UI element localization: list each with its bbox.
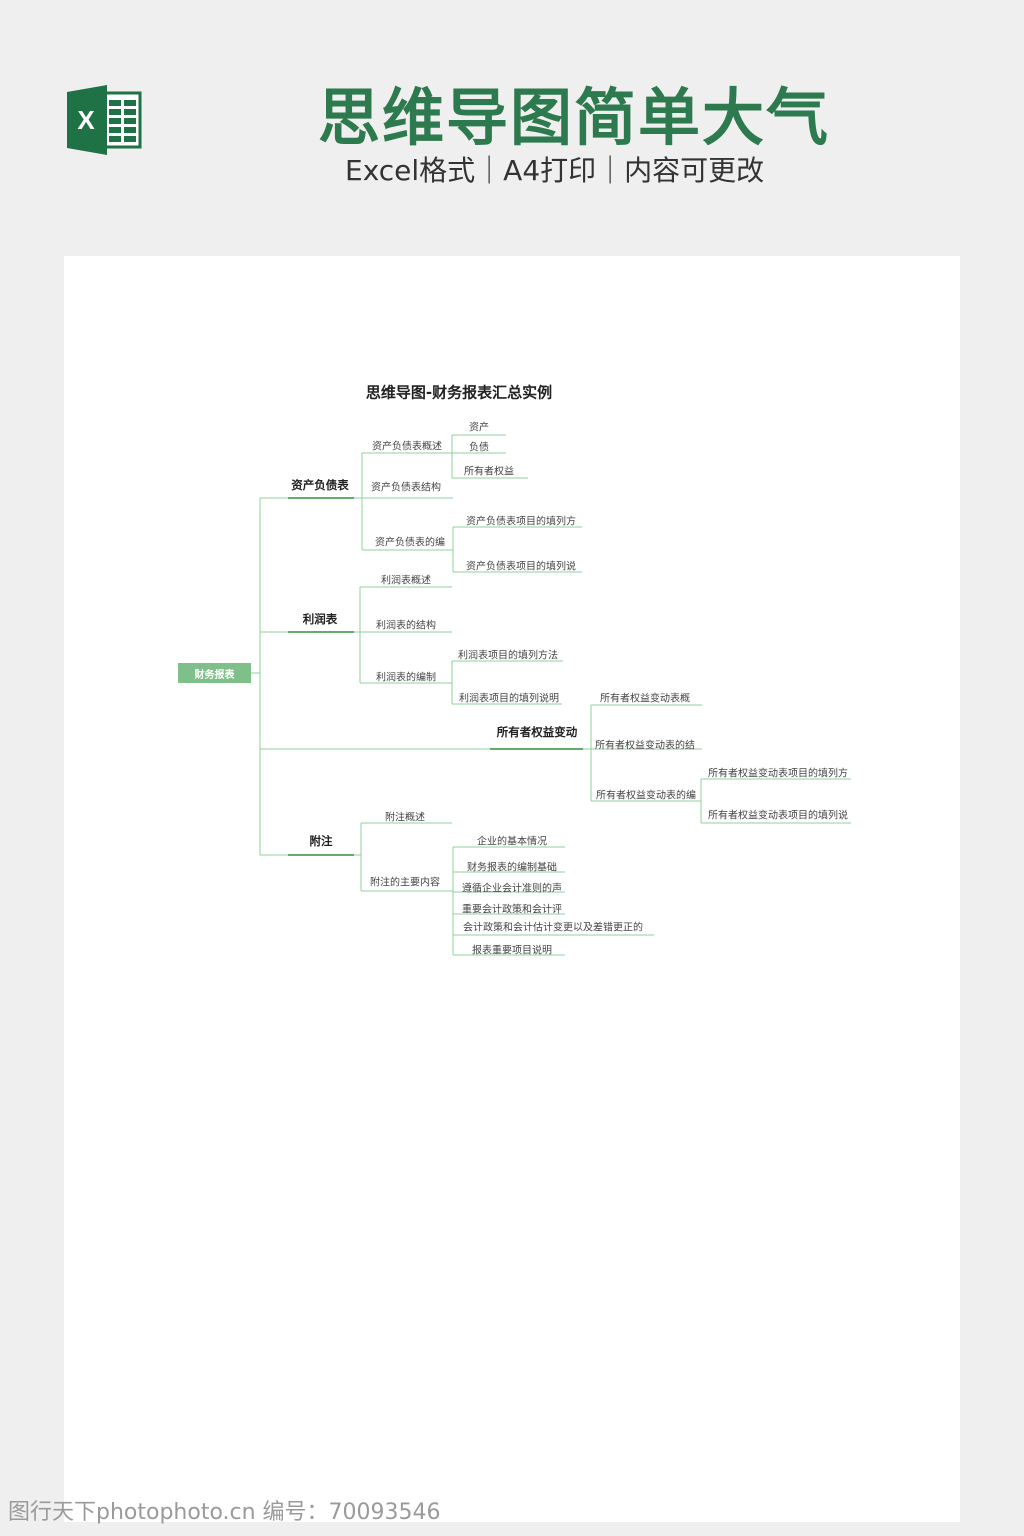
subtopic-node[interactable]: 遵循企业会计准则的声 bbox=[462, 883, 562, 895]
topic-node[interactable]: 利润表的结构 bbox=[376, 620, 436, 632]
page-subtitle: Excel格式｜A4打印｜内容可更改 bbox=[345, 154, 765, 187]
subtopic-node[interactable]: 所有者权益变动表项目的填列说 bbox=[708, 810, 848, 822]
branch-node[interactable]: 所有者权益变动 bbox=[496, 725, 578, 739]
subtopic-node[interactable]: 资产负债表项目的填列方 bbox=[466, 516, 576, 528]
subtopic-node[interactable]: 企业的基本情况 bbox=[477, 836, 547, 848]
topic-node[interactable]: 所有者权益变动表的编 bbox=[596, 790, 696, 802]
topic-node[interactable]: 附注概述 bbox=[385, 812, 425, 824]
topic-node[interactable]: 利润表概述 bbox=[381, 575, 431, 587]
excel-icon: X bbox=[67, 85, 142, 155]
topic-node[interactable]: 所有者权益变动表的结 bbox=[595, 740, 695, 752]
subtopic-node[interactable]: 利润表项目的填列说明 bbox=[459, 693, 559, 705]
subtopic-node[interactable]: 资产 bbox=[469, 422, 489, 434]
branch-node[interactable]: 附注 bbox=[309, 834, 333, 848]
topic-node[interactable]: 资产负债表概述 bbox=[372, 441, 442, 453]
excel-logo-letter: X bbox=[77, 105, 95, 135]
topic-node[interactable]: 利润表的编制 bbox=[376, 672, 436, 684]
topic-node[interactable]: 资产负债表的编 bbox=[375, 537, 445, 549]
topic-node[interactable]: 附注的主要内容 bbox=[370, 877, 440, 889]
subtopic-node[interactable]: 负债 bbox=[469, 442, 489, 454]
watermark: 图行天下photophoto.cn 编号：70093546 bbox=[8, 1500, 441, 1525]
document-page bbox=[64, 256, 960, 1522]
subtopic-node[interactable]: 报表重要项目说明 bbox=[472, 945, 552, 957]
subtopic-node[interactable]: 利润表项目的填列方法 bbox=[458, 650, 558, 662]
mindmap-title: 思维导图-财务报表汇总实例 bbox=[365, 383, 553, 402]
subtopic-node[interactable]: 重要会计政策和会计评 bbox=[462, 904, 562, 916]
branch-node[interactable]: 资产负债表 bbox=[291, 478, 349, 492]
subtopic-node[interactable]: 财务报表的编制基础 bbox=[467, 862, 557, 874]
subtopic-node[interactable]: 所有者权益 bbox=[464, 466, 514, 478]
subtopic-node[interactable]: 所有者权益变动表项目的填列方 bbox=[708, 768, 848, 780]
subtopic-node[interactable]: 会计政策和会计估计变更以及差错更正的 bbox=[463, 922, 643, 934]
mindmap-root-node[interactable]: 财务报表 bbox=[178, 663, 251, 683]
topic-node[interactable]: 资产负债表结构 bbox=[371, 482, 441, 494]
topic-node[interactable]: 所有者权益变动表概 bbox=[600, 693, 690, 705]
branch-node[interactable]: 利润表 bbox=[302, 612, 338, 626]
subtopic-node[interactable]: 资产负债表项目的填列说 bbox=[466, 561, 576, 573]
page-title: 思维导图简单大气 bbox=[318, 81, 831, 154]
